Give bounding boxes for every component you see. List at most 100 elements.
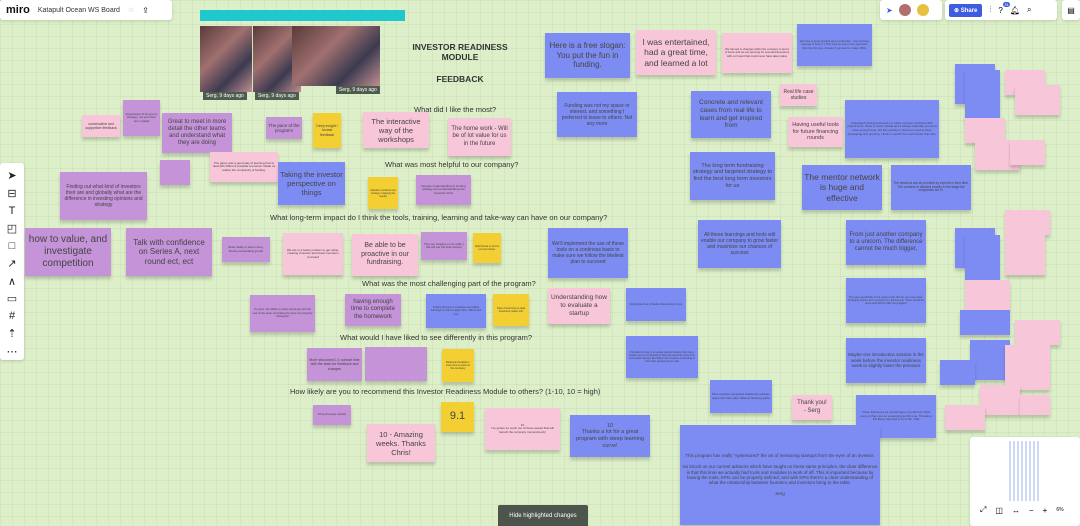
- sticky-note[interactable]: The long term fundraising strategy and t…: [690, 152, 775, 200]
- sticky-note[interactable]: Thank you! - Serg: [792, 395, 832, 420]
- sticky-note[interactable]: [965, 280, 1010, 310]
- cursor-filter-icon[interactable]: ➤: [886, 5, 893, 15]
- sticky-note[interactable]: Here is a free slogan: You put the fun i…: [545, 33, 630, 78]
- upload-icon[interactable]: ⇡: [7, 328, 17, 341]
- sticky-note[interactable]: Funding was not my space or interest, an…: [557, 92, 637, 137]
- minimap[interactable]: ⤢ ◫ ↔ − + 6%: [970, 437, 1080, 526]
- sticky-note[interactable]: Having useful tools for future financing…: [788, 117, 843, 147]
- sticky-note[interactable]: constructive and supportive feedback: [82, 115, 120, 137]
- sticky-note[interactable]: [940, 360, 975, 385]
- sticky-note[interactable]: The sessions are all provided by experts…: [891, 165, 971, 210]
- sticky-note[interactable]: Finding the time to finalise homeworks i…: [626, 288, 686, 321]
- sticky-note[interactable]: The game was a good way of learning how …: [210, 152, 278, 182]
- sticky-note[interactable]: Real life case studies: [780, 84, 817, 106]
- sticky-note[interactable]: Deepen understanding of funding strategy…: [416, 175, 471, 205]
- board-name[interactable]: Katapult Ocean WS Board: [37, 6, 120, 14]
- sticky-note[interactable]: Taking the investor perspective on thing…: [278, 162, 345, 205]
- sticky-note[interactable]: 10 (extremely useful): [313, 405, 351, 425]
- miro-logo[interactable]: miro: [6, 4, 30, 16]
- more-icon[interactable]: ⋯: [6, 345, 18, 358]
- sticky-note[interactable]: All these learnings and tools will enabl…: [698, 220, 781, 268]
- sticky-note[interactable]: 10 I've gotten so much out of these week…: [485, 408, 560, 450]
- sticky-note[interactable]: [1020, 395, 1050, 415]
- sticky-note[interactable]: They are hanging on our walls ;) We will…: [421, 232, 467, 260]
- sticky-note[interactable]: [945, 405, 985, 430]
- sticky-note[interactable]: Better ability to raise money, thereby a…: [222, 237, 270, 262]
- sticky-note[interactable]: [160, 160, 190, 185]
- sticky-note[interactable]: Reduced simulation / more time to work o…: [442, 349, 474, 382]
- sticky-note[interactable]: [1015, 85, 1060, 115]
- sticky-note[interactable]: Understanding how to evaluate a startup: [548, 288, 610, 324]
- sticky-note[interactable]: Finding out what kind of investors their…: [60, 172, 147, 220]
- sticky-note[interactable]: Concrete and relevant cases from real li…: [691, 91, 771, 138]
- sticky-note[interactable]: Integrated training focussed on online c…: [845, 100, 939, 158]
- photo[interactable]: [200, 26, 252, 92]
- sticky-note[interactable]: Well timed in terms of next raises.: [473, 233, 501, 263]
- frame-icon[interactable]: #: [8, 310, 16, 323]
- sticky-note[interactable]: We have a great product and a solid plan…: [797, 24, 872, 66]
- sticky-note[interactable]: More example companies outside the softw…: [710, 380, 772, 413]
- cyan-banner[interactable]: [200, 10, 405, 21]
- sticky-note[interactable]: [965, 235, 1000, 280]
- board-menu-icon[interactable]: ▤: [1067, 5, 1075, 15]
- sticky-note[interactable]: The mentor network is huge and effective: [802, 165, 882, 210]
- sticky-note[interactable]: 10 Thanks a lot for a great program with…: [570, 415, 650, 457]
- settings-icon[interactable]: ⫶: [989, 5, 992, 14]
- sticky-note[interactable]: The home work - Will be of lot value for…: [448, 118, 511, 156]
- sticky-note[interactable]: Great to meet in more detail the other t…: [162, 113, 232, 153]
- bell-icon[interactable]: 🔔︎: [1009, 5, 1020, 15]
- sticky-note[interactable]: The pace specifically of the project wor…: [846, 278, 926, 323]
- sticky-note[interactable]: this has led to changes within the compa…: [722, 33, 792, 73]
- star-icon[interactable]: ☆: [127, 7, 135, 14]
- minimap-preview[interactable]: [1009, 441, 1041, 501]
- sticky-note[interactable]: [1010, 140, 1045, 165]
- sticky-note[interactable]: The pace of the program!: [266, 117, 302, 139]
- sticky-note[interactable]: [980, 385, 1020, 415]
- text-icon[interactable]: T: [8, 204, 16, 217]
- avatar[interactable]: [916, 4, 929, 16]
- sticky-note[interactable]: Be able to be proactive in our fundraisi…: [352, 234, 418, 276]
- sticky-note[interactable]: Finding the time to condense and reflect…: [426, 294, 486, 328]
- sticky-note[interactable]: It's pace, the ability to share learning…: [250, 295, 315, 332]
- sticky-note[interactable]: From just another company to a unicorn. …: [846, 220, 926, 265]
- zoom-level[interactable]: 6%: [1056, 507, 1064, 513]
- sticky-note-icon[interactable]: ◰: [6, 222, 18, 235]
- sticky-note[interactable]: Possible to bring in an actual startup f…: [626, 336, 698, 378]
- templates-icon[interactable]: ⊟: [7, 187, 17, 200]
- sticky-note[interactable]: We'll implement the use of these tools o…: [548, 228, 628, 278]
- sticky-note[interactable]: [1005, 210, 1050, 235]
- sticky-note[interactable]: I was entertained, had a great time, and…: [636, 30, 716, 75]
- sticky-note[interactable]: Importance of long term strategy, not ju…: [123, 100, 160, 136]
- sticky-note[interactable]: 10 - Amazing weeks. Thanks Chris!: [367, 424, 435, 462]
- avatar[interactable]: [898, 4, 911, 16]
- zoom-in-icon[interactable]: +: [1042, 505, 1048, 515]
- help-icon[interactable]: ?31: [998, 1, 1010, 15]
- export-icon[interactable]: ⇪: [142, 5, 149, 15]
- arrow-icon[interactable]: ↗: [7, 258, 17, 270]
- sticky-note[interactable]: [965, 118, 1005, 143]
- sticky-note[interactable]: Valuation methods and strategy (mapping …: [368, 177, 398, 209]
- sticky-note[interactable]: [970, 340, 1010, 380]
- zoom-out-icon[interactable]: −: [1028, 505, 1034, 515]
- sticky-note[interactable]: how to value, and investigate competitio…: [25, 228, 111, 276]
- sticky-note[interactable]: [965, 70, 1000, 120]
- shape-icon[interactable]: □: [8, 239, 16, 252]
- sticky-note[interactable]: Maybe one introduction session in the we…: [846, 338, 926, 383]
- sticky-note[interactable]: 9.1: [441, 402, 474, 432]
- hide-highlighted-changes-button[interactable]: Hide highlighted changes: [498, 505, 588, 526]
- sticky-note[interactable]: [1015, 320, 1060, 345]
- sticky-note[interactable]: We are in a better position to get value…: [283, 233, 343, 275]
- sticky-note[interactable]: [960, 310, 1010, 335]
- select-icon[interactable]: ➤: [7, 170, 17, 183]
- sticky-note[interactable]: Talk with confidence on Series A, next r…: [126, 228, 212, 276]
- map-icon[interactable]: ◫: [995, 505, 1003, 515]
- sticky-note[interactable]: having enough time to complete the homew…: [345, 294, 401, 326]
- sticky-note[interactable]: [365, 347, 427, 381]
- search-icon[interactable]: ⌕: [1027, 5, 1032, 14]
- sticky-note[interactable]: Deep insight / honest feedback: [313, 113, 341, 148]
- share-button[interactable]: ⊕ Share: [949, 3, 983, 17]
- pen-icon[interactable]: ∧: [7, 275, 17, 288]
- sticky-note[interactable]: More structured 1:1 contact time with th…: [307, 348, 362, 381]
- sticky-note[interactable]: This program has really "systemized" the…: [680, 425, 880, 525]
- sticky-note[interactable]: The interactive way of the workshops: [363, 112, 429, 148]
